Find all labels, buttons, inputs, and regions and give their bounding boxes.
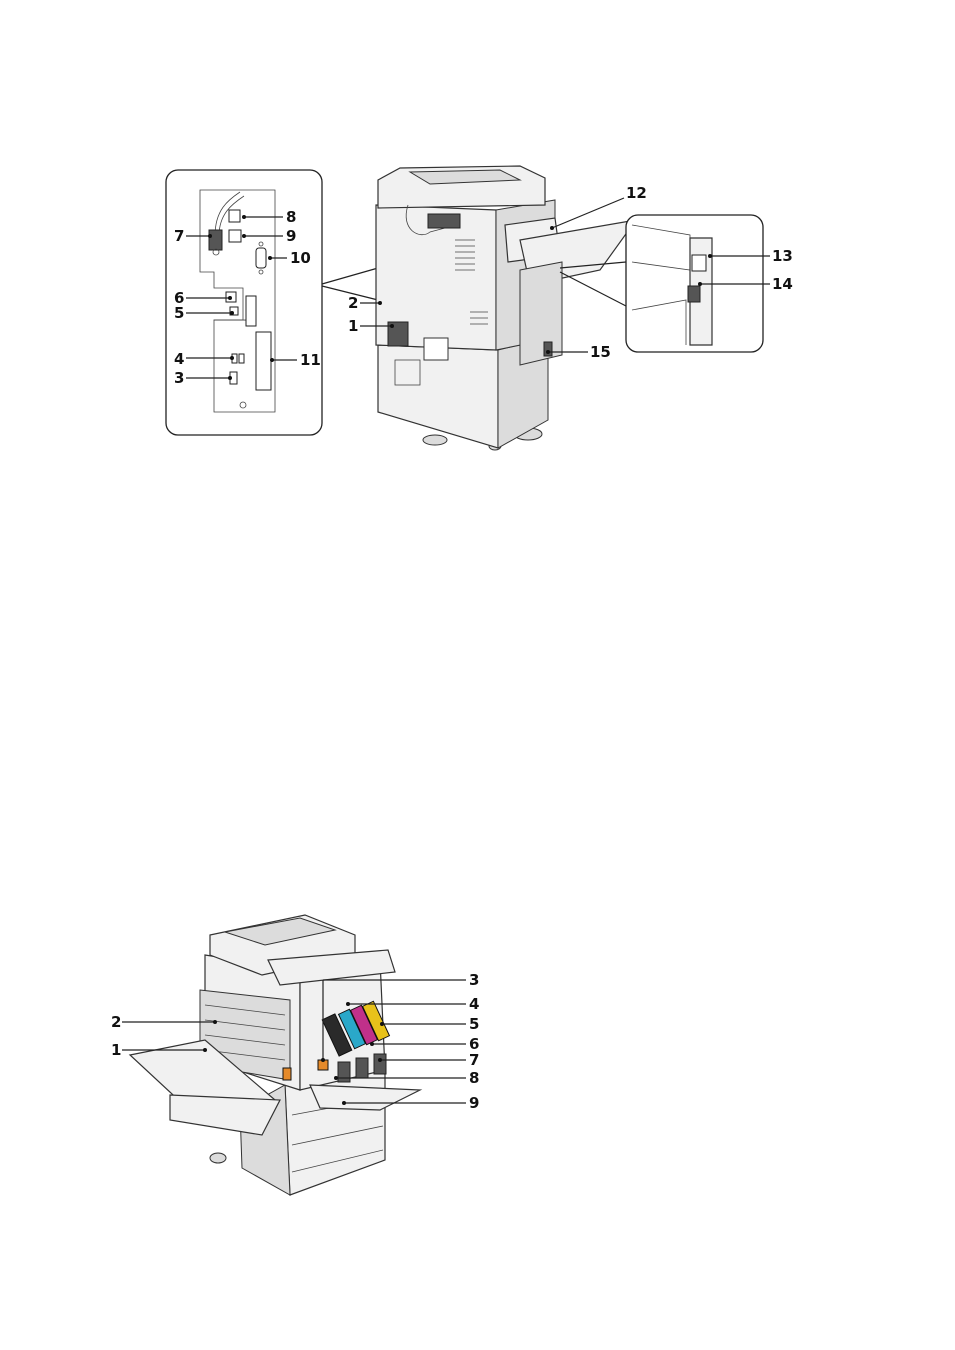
callout-bottom-3: 3 (469, 971, 479, 989)
callout-bottom-4: 4 (469, 995, 479, 1013)
callout-11: 11 (300, 351, 321, 369)
callout-10: 10 (290, 249, 311, 267)
callout-bottom-2: 2 (111, 1013, 121, 1031)
callout-8: 8 (286, 208, 296, 226)
callout-4: 4 (174, 350, 184, 368)
callout-bottom-1: 1 (111, 1041, 121, 1059)
callout-14: 14 (772, 275, 793, 293)
callout-1: 1 (348, 317, 358, 335)
callout-13: 13 (772, 247, 793, 265)
callout-bottom-9: 9 (469, 1094, 479, 1112)
callout-7: 7 (174, 227, 184, 245)
callout-bottom-7: 7 (469, 1051, 479, 1069)
callout-9: 9 (286, 227, 296, 245)
printer-front-open-body (130, 915, 420, 1195)
callout-12: 12 (626, 184, 647, 202)
callout-2: 2 (348, 294, 358, 312)
callout-bottom-8: 8 (469, 1069, 479, 1087)
callout-bottom-5: 5 (469, 1015, 479, 1033)
callout-15: 15 (590, 343, 611, 361)
connector-panel-inset (166, 170, 322, 435)
callout-6: 6 (174, 289, 184, 307)
callout-3: 3 (174, 369, 184, 387)
